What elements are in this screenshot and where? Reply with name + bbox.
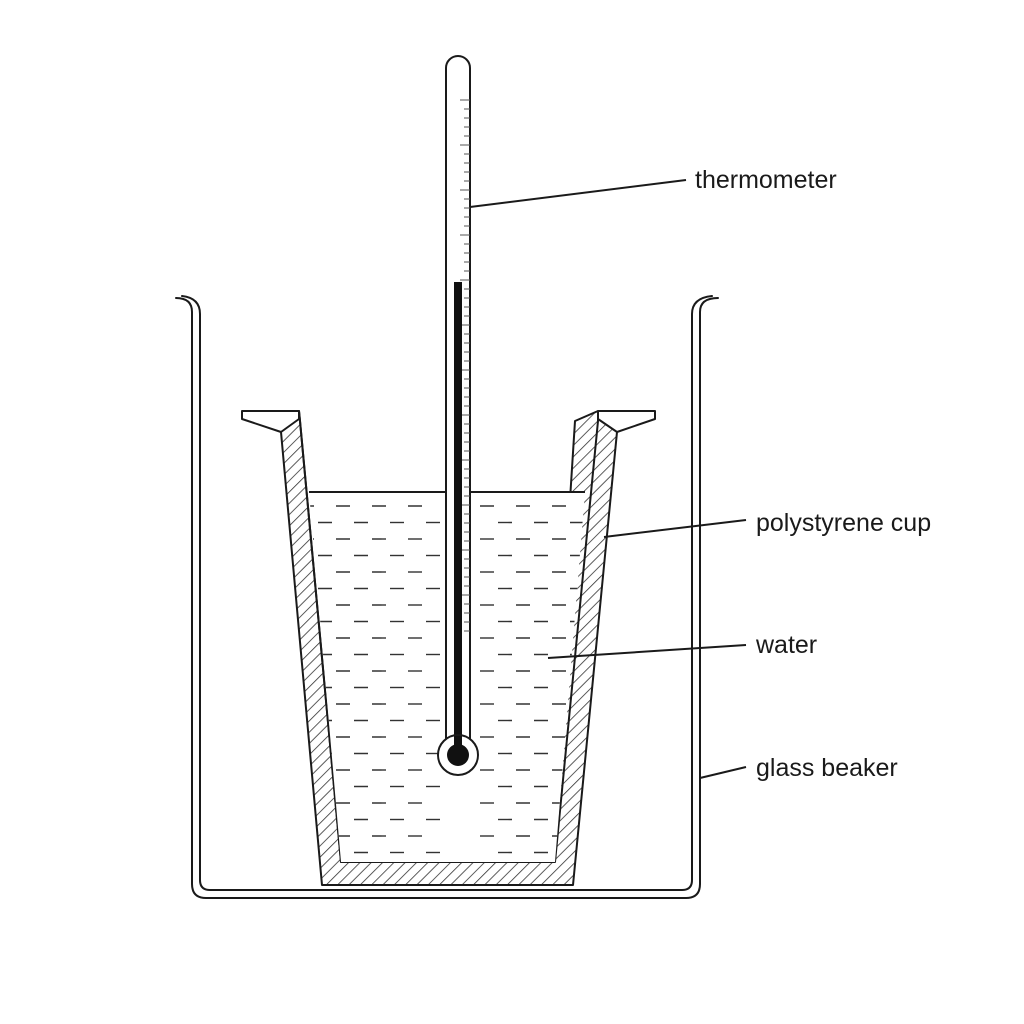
thermometer xyxy=(437,55,479,776)
water-leader xyxy=(547,644,747,659)
beaker-leader xyxy=(699,766,747,779)
mercury-column xyxy=(454,282,462,752)
polystyrene-cup-label: polystyrene cup xyxy=(756,509,931,537)
water-label: water xyxy=(755,631,817,659)
thermometer-leader xyxy=(469,179,687,208)
thermometer-label: thermometer xyxy=(695,166,837,194)
thermometer-bulb xyxy=(447,744,469,766)
glass-beaker-label: glass beaker xyxy=(756,754,898,782)
glass-beaker xyxy=(175,295,719,899)
cup-leader xyxy=(603,519,747,538)
